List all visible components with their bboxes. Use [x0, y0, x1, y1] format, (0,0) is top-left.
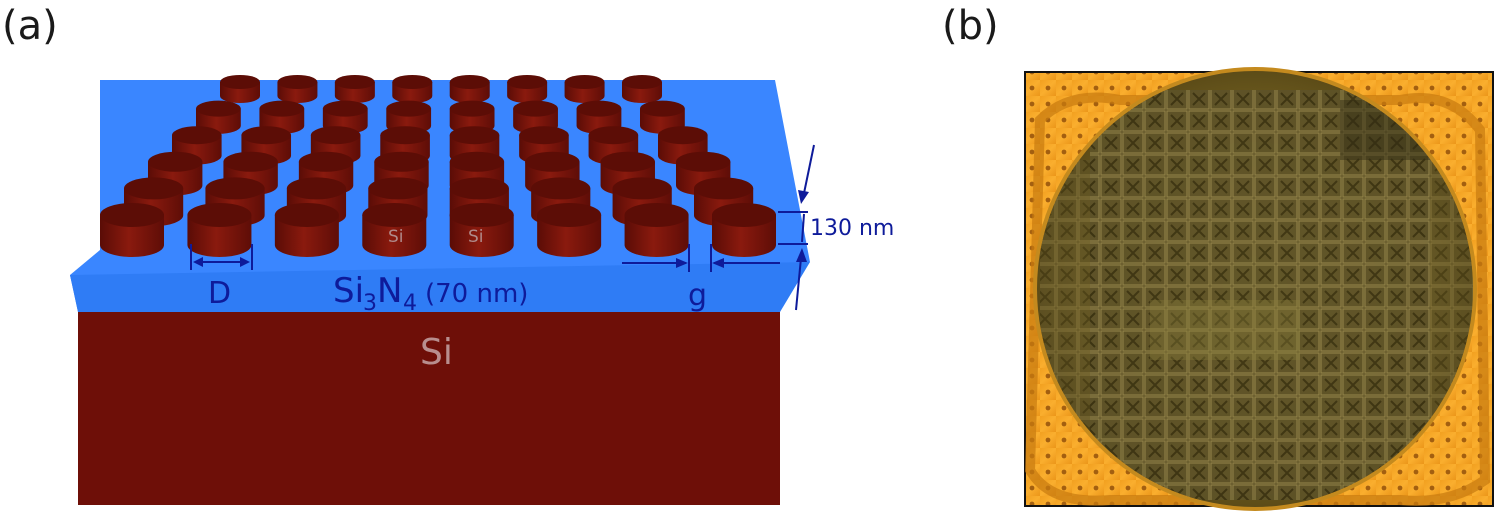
svg-text:3: 3 — [363, 291, 377, 316]
substrate-side — [78, 312, 780, 505]
pillar — [507, 75, 548, 104]
svg-text:Si: Si — [333, 271, 364, 311]
pillar — [100, 203, 164, 257]
pillar — [537, 203, 602, 257]
panel-a-label: (a) — [2, 3, 58, 49]
pillar — [392, 75, 433, 104]
pillar-array — [100, 75, 776, 257]
height-dimension — [778, 144, 815, 311]
pillar — [449, 75, 490, 104]
pillar — [564, 75, 605, 104]
pillar — [712, 203, 776, 257]
diameter-label: D — [208, 276, 231, 311]
gap-label: g — [688, 278, 707, 313]
pillar — [622, 75, 662, 103]
panel-b-label: (b) — [942, 3, 999, 49]
pillar — [449, 203, 514, 257]
height-label: 130 nm — [810, 216, 894, 241]
film-label: Si 3 N 4 (70 nm) — [333, 271, 528, 316]
substrate-label: Si — [420, 332, 453, 373]
svg-text:4: 4 — [403, 291, 417, 316]
pillar-label-2: Si — [468, 227, 484, 247]
film-front — [70, 262, 810, 312]
pillar — [334, 75, 375, 104]
svg-text:N: N — [377, 271, 402, 311]
wafer-photo — [1024, 67, 1494, 511]
svg-text:(70 nm): (70 nm) — [425, 279, 528, 309]
pillar — [187, 203, 252, 257]
pillar — [362, 203, 427, 257]
gap-dimension — [622, 244, 780, 272]
pillar — [277, 75, 318, 104]
pillar-label-1: Si — [388, 227, 404, 247]
pillar — [220, 75, 260, 103]
pillar — [274, 203, 339, 257]
diameter-dimension — [190, 244, 253, 270]
pillar — [624, 203, 689, 257]
